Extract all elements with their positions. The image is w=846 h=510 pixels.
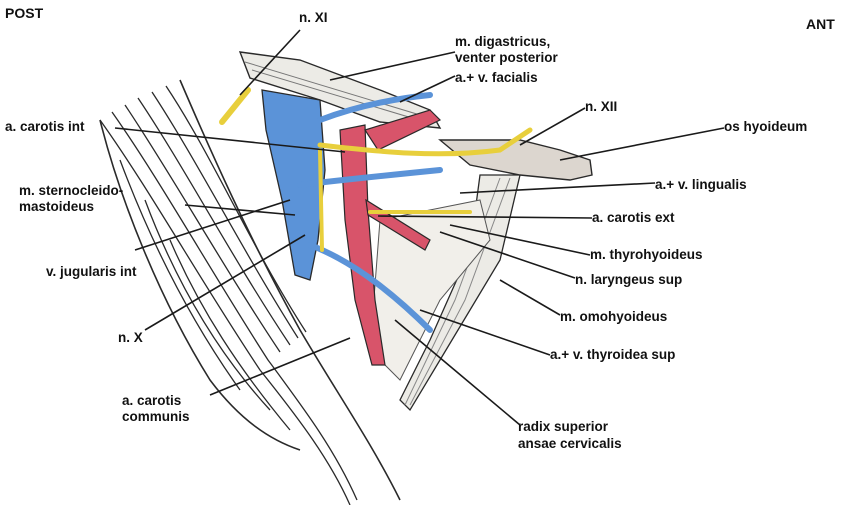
label-thyroidea: a.+ v. thyroidea sup xyxy=(550,347,675,363)
label-laryngeus: n. laryngeus sup xyxy=(575,272,682,288)
label-jugularis: v. jugularis int xyxy=(46,264,137,280)
hyoid-bone xyxy=(440,140,592,180)
label-os-hyoideum: os hyoideum xyxy=(724,119,807,135)
label-facialis: a.+ v. facialis xyxy=(455,70,538,86)
label-radix-2: ansae cervicalis xyxy=(518,436,622,452)
label-omohyoideus: m. omohyoideus xyxy=(560,309,667,325)
label-digastricus-2: venter posterior xyxy=(455,50,558,66)
label-scm-2: mastoideus xyxy=(19,199,94,215)
label-scm-1: m. sternocleido- xyxy=(19,183,123,199)
label-thyrohyoideus: m. thyrohyoideus xyxy=(590,247,703,263)
label-n-xi: n. XI xyxy=(299,10,328,26)
label-carotis-comm-1: a. carotis xyxy=(122,393,181,409)
label-n-x: n. X xyxy=(118,330,143,346)
label-carotis-comm-2: communis xyxy=(122,409,190,425)
label-lingualis: a.+ v. lingualis xyxy=(655,177,747,193)
posterior-label: POST xyxy=(5,5,43,21)
label-n-xii: n. XII xyxy=(585,99,617,115)
label-carotis-ext: a. carotis ext xyxy=(592,210,675,226)
anterior-label: ANT xyxy=(806,16,835,32)
label-digastricus-1: m. digastricus, xyxy=(455,34,550,50)
label-carotis-int: a. carotis int xyxy=(5,119,85,135)
label-radix-1: radix superior xyxy=(518,419,608,435)
